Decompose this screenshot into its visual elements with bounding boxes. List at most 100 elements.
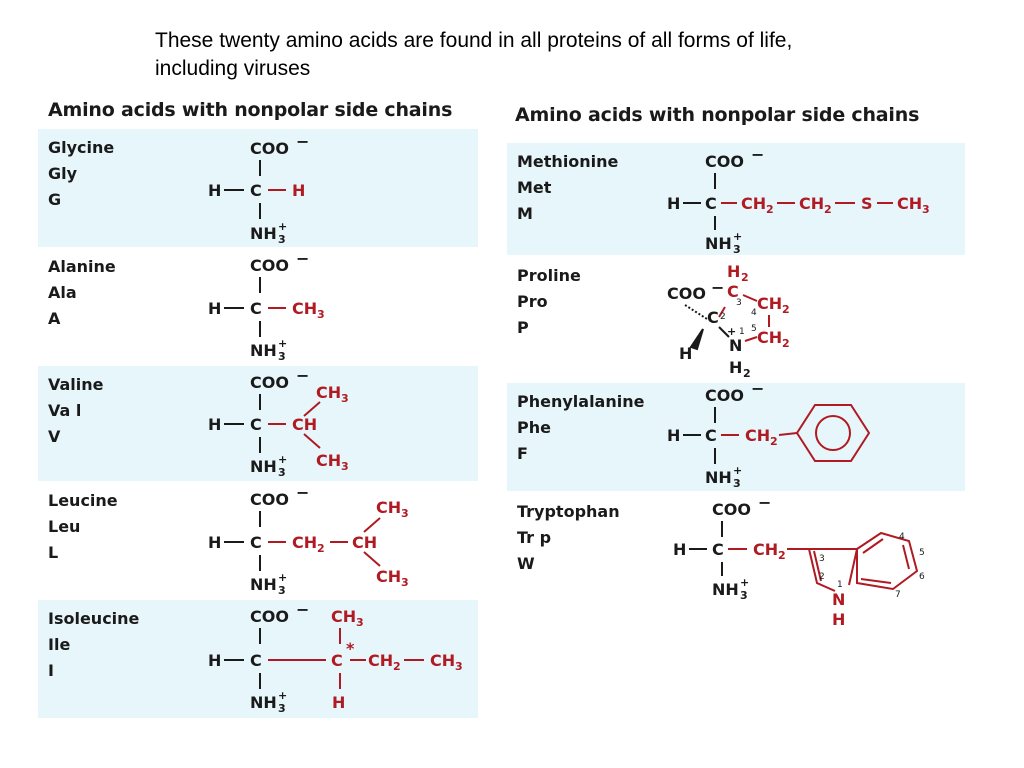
methionine-names: Methionine Met M (517, 149, 618, 227)
alpha-carbon-label: C (250, 533, 262, 552)
ring-nitrogen: N (729, 336, 742, 355)
three-letter-code: Gly (48, 164, 78, 183)
charge-minus: − (296, 600, 309, 619)
alpha-carbon-label: C (250, 299, 262, 318)
alpha-carbon-label: C (707, 308, 719, 327)
hydrogen-label: H (673, 540, 686, 559)
ring-carbon-3: C (727, 282, 739, 301)
alpha-carbon-label: C (712, 540, 724, 559)
ring-number-1: 1 (837, 580, 843, 590)
subscript-3: 3 (317, 308, 325, 321)
methyl-label: CH (292, 299, 317, 318)
methine-label: CH (292, 415, 317, 434)
aromatic-circle (815, 415, 851, 451)
alanine-row: Alanine Ala A COO − H C CH 3 NH + 3 (38, 248, 478, 365)
alpha-carbon-label: C (705, 194, 717, 213)
phenylalanine-row: Phenylalanine Phe F COO − H C CH 2 NH + … (507, 379, 965, 491)
leucine-names: Leucine Leu L (48, 488, 118, 566)
three-letter-code: Tr p (517, 528, 552, 547)
ring-number-5: 5 (751, 324, 757, 334)
full-name: Isoleucine (48, 609, 140, 628)
ring-ch2-4: CH (757, 294, 782, 313)
tryptophan-row: Tryptophan Tr p W COO − H C CH 2 3 2 1 4… (507, 493, 965, 633)
alanine-names: Alanine Ala A (48, 254, 116, 332)
hydrogen-label: H (667, 426, 680, 445)
glycine-names: Glycine Gly G (48, 135, 114, 213)
subscript-3: 3 (922, 203, 930, 216)
ring-number-4: 4 (751, 308, 757, 318)
hydrogen-label: H (208, 299, 221, 318)
charge-plus: + (727, 325, 736, 338)
carboxylate-label: COO (250, 490, 289, 509)
phenylalanine-names: Phenylalanine Phe F (517, 389, 644, 467)
charge-minus: − (296, 483, 309, 502)
charge-minus: − (296, 132, 309, 151)
charge-plus: + (278, 337, 287, 350)
subscript-3: 3 (455, 660, 463, 673)
alanine-structure: COO − H C CH 3 NH + 3 (208, 249, 325, 363)
ring-number-2: 2 (819, 572, 825, 582)
subscript-2: 2 (778, 549, 786, 562)
methyl-label: CH (331, 607, 356, 626)
charge-minus: − (751, 379, 764, 398)
ring-number-3: 3 (819, 554, 825, 564)
hydrogen-label: H (332, 693, 345, 712)
hydrogen-label: H (208, 415, 221, 434)
leucine-row: Leucine Leu L COO − CH 3 H C CH 2 CH NH … (38, 482, 478, 599)
carboxylate-label: COO (250, 256, 289, 275)
subscript-2: 2 (782, 303, 790, 316)
full-name: Phenylalanine (517, 392, 645, 411)
three-letter-code: Phe (517, 418, 551, 437)
glycine-row: Glycine Gly G COO − H C H NH + 3 (38, 129, 478, 247)
hydrogen-label: H (208, 651, 221, 670)
subscript-3: 3 (401, 576, 409, 589)
charge-plus: + (740, 576, 749, 589)
charge-minus: − (711, 278, 724, 297)
amino-label: NH (705, 234, 732, 253)
intro-text: These twenty amino acids are found in al… (155, 29, 793, 80)
proline-names: Proline Pro P (517, 263, 581, 341)
subscript-2: 2 (317, 542, 325, 555)
left-section-title: Amino acids with nonpolar side chains (48, 99, 453, 121)
sulfur-label: S (861, 194, 873, 213)
full-name: Valine (48, 375, 104, 394)
ring-number-5: 5 (919, 548, 925, 558)
beta-carbon-label: C (331, 651, 343, 670)
charge-plus: + (733, 464, 742, 477)
methylene-label: CH (368, 651, 393, 670)
carboxylate-label: COO (705, 386, 744, 405)
ring-number-7: 7 (895, 590, 901, 600)
carboxylate-label: COO (250, 373, 289, 392)
methine-label: CH (352, 533, 377, 552)
alpha-carbon-label: C (250, 181, 262, 200)
methylene-label: CH (753, 540, 778, 559)
subscript-2: 2 (770, 435, 778, 448)
methyl-label: CH (376, 498, 401, 517)
tryptophan-names: Tryptophan Tr p W (517, 499, 620, 577)
three-letter-code: Met (517, 178, 552, 197)
proline-structure: H 2 C 3 COO − CH 2 4 C 2 + 1 5 N CH 2 H … (667, 262, 790, 380)
three-letter-code: Leu (48, 517, 81, 536)
isoleucine-names: Isoleucine Ile I (48, 606, 139, 684)
full-name: Proline (517, 266, 581, 285)
charge-minus: − (296, 366, 309, 385)
full-name: Alanine (48, 257, 116, 276)
one-letter-code: M (517, 204, 533, 223)
three-letter-code: Ala (48, 283, 77, 302)
one-letter-code: V (48, 427, 61, 446)
subscript-3: 3 (278, 233, 286, 246)
amino-label: NH (250, 341, 277, 360)
one-letter-code: P (517, 318, 529, 337)
charge-plus: + (278, 571, 287, 584)
alpha-carbon-label: C (705, 426, 717, 445)
methionine-structure: COO − H C CH 2 CH 2 S CH 3 NH + 3 (667, 145, 930, 256)
methylene-label: CH (745, 426, 770, 445)
subscript-2: 2 (824, 203, 832, 216)
carboxylate-label: COO (250, 607, 289, 626)
amino-label: NH (250, 693, 277, 712)
charge-plus: + (733, 230, 742, 243)
valine-names: Valine Va l V (48, 372, 104, 450)
valine-structure: COO − CH 3 H C CH NH + 3 CH 3 (208, 366, 349, 479)
amino-label: NH (250, 224, 277, 243)
subscript-2: 2 (766, 203, 774, 216)
